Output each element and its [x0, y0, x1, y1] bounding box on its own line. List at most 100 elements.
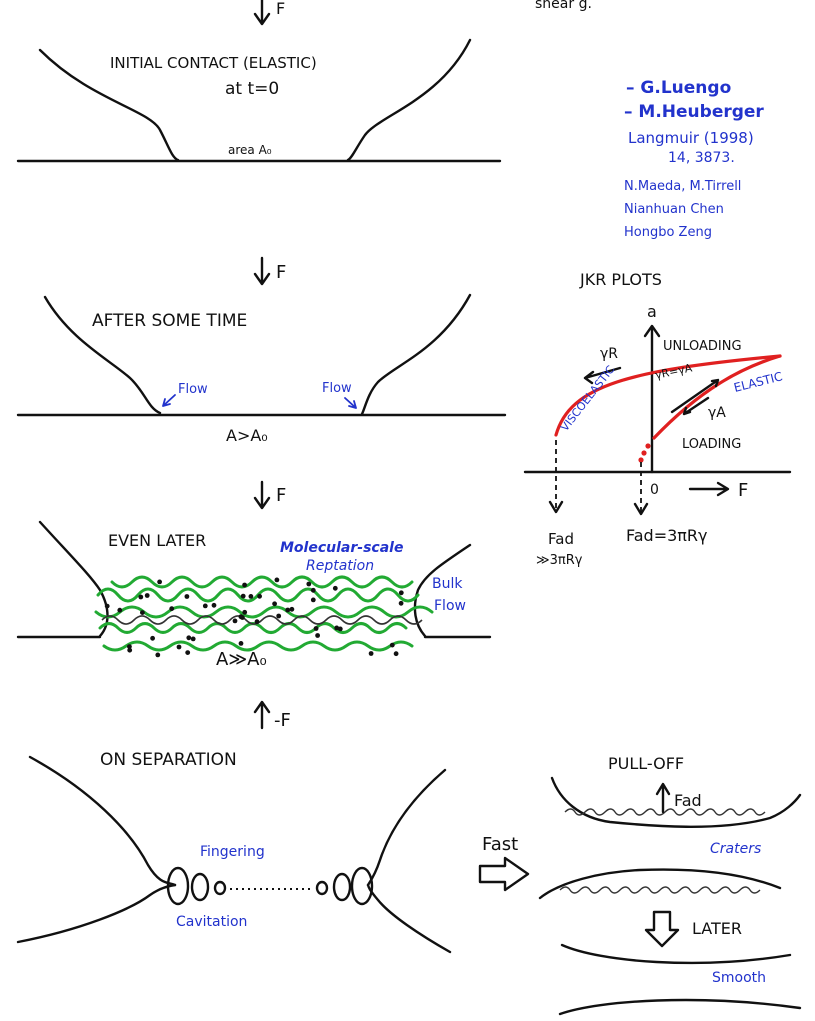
chain-end-dot — [140, 610, 145, 615]
chain-end-dot — [127, 648, 132, 653]
chain-end-dot — [185, 650, 190, 655]
top-force-arrow — [255, 0, 269, 24]
panel-even-later: F EVEN LATER Molecular-scale Reptation B… — [18, 482, 490, 670]
chain-end-dot — [315, 633, 320, 638]
ref-coauthor-1: N.Maeda, M.Tirrell — [624, 179, 741, 194]
force-label-4: -F — [274, 710, 291, 731]
jkr-viscoelastic-label: VISCOELASTIC — [558, 363, 617, 434]
chain-end-dot — [186, 635, 191, 640]
chain-end-dot — [249, 594, 254, 599]
reptation-label-2: Reptation — [306, 558, 374, 574]
jkr-axis-a-label: a — [647, 302, 657, 321]
chain-end-dot — [145, 593, 150, 598]
chain-end-dot — [157, 580, 162, 585]
chain-end-dot — [394, 651, 399, 656]
initial-contact-subtitle: at t=0 — [225, 79, 279, 99]
panel-after-some-time: F AFTER SOME TIME Flow Flow A>A₀ — [18, 258, 505, 445]
chain-end-dot — [212, 603, 217, 608]
references-block: – G.Luengo – M.Heuberger Langmuir (1998)… — [624, 78, 764, 240]
pull-off-title: PULL-OFF — [608, 754, 684, 773]
polymer-chains — [96, 577, 432, 650]
smooth-lower-surface — [560, 1000, 800, 1014]
flow-right-label: Flow — [322, 381, 352, 396]
jkr-fad-left-value: ≫3πRγ — [536, 553, 583, 568]
chain-end-dot — [150, 636, 155, 641]
ref-coauthor-3: Hongbo Zeng — [624, 225, 712, 240]
chain-end-dot — [285, 608, 290, 613]
bulk-label-2: Flow — [434, 598, 466, 614]
chain-end-dot — [117, 608, 122, 613]
chain-end-dot — [399, 601, 404, 606]
jkr-gamma-a-label: γA — [708, 405, 726, 421]
cavitation-label: Cavitation — [176, 914, 247, 930]
chain-end-dot — [191, 637, 196, 642]
chain-end-dot — [272, 601, 277, 606]
craters-label: Craters — [710, 841, 761, 857]
chain-end-dot — [314, 626, 319, 631]
chain-end-dot — [311, 588, 316, 593]
area-a-much-label: A≫A₀ — [216, 649, 267, 670]
jkr-loading-label: LOADING — [682, 437, 741, 452]
even-later-title: EVEN LATER — [108, 531, 206, 550]
chain-end-dot — [290, 607, 295, 612]
chain-end-dot — [333, 586, 338, 591]
force-arrow-4 — [255, 702, 269, 728]
cavitation-bubbles — [168, 868, 372, 904]
panel-pull-off: PULL-OFF Fad Craters LATER Smooth — [540, 754, 800, 1014]
flow-left-label: Flow — [178, 382, 208, 397]
chain-end-dot — [242, 610, 247, 615]
jkr-force-arrow — [690, 483, 728, 495]
fast-hollow-arrow — [480, 858, 528, 890]
ref-volume: 14, 3873. — [668, 150, 735, 166]
chain-end-dot — [105, 604, 110, 609]
chain-end-dot — [399, 590, 404, 595]
initial-contact-title: INITIAL CONTACT (ELASTIC) — [110, 54, 317, 72]
panel-initial-contact: INITIAL CONTACT (ELASTIC) at t=0 area A₀ — [18, 40, 500, 161]
chain-end-dot — [369, 651, 374, 656]
jkr-axis-f-label: F — [738, 480, 748, 501]
chain-end-dot — [177, 645, 182, 650]
chain-end-dot — [203, 604, 208, 609]
chain-end-dot — [390, 643, 395, 648]
ref-author-1: – G.Luengo — [626, 78, 731, 98]
chain-end-dot — [334, 626, 339, 631]
ref-author-2: – M.Heuberger — [624, 102, 764, 122]
lower-surface-right-4 — [368, 885, 450, 952]
upper-surface-right-4 — [368, 770, 445, 885]
chain-end-dot — [239, 641, 244, 646]
jkr-dotted-extension — [638, 443, 650, 462]
jkr-origin-label: 0 — [650, 482, 659, 498]
chain-end-dot — [257, 594, 262, 599]
jkr-unloading-label: UNLOADING — [663, 339, 742, 354]
chain-end-dot — [255, 619, 260, 624]
chain-end-dot — [276, 614, 281, 619]
jkr-title: JKR PLOTS — [579, 270, 662, 289]
jkr-gamma-eq-label: γR=γA — [654, 361, 694, 382]
force-arrow-3 — [255, 482, 269, 508]
top-force-label: F — [276, 0, 285, 18]
jkr-fad-right-label: Fad=3πRγ — [626, 526, 708, 545]
chain-end-dot — [185, 594, 190, 599]
chain-end-dot — [169, 606, 174, 611]
jkr-fad-left-label: Fad — [548, 530, 574, 548]
top-corner-text: shear g. — [535, 0, 592, 12]
chain-end-dot — [242, 583, 247, 588]
ref-journal: Langmuir (1998) — [628, 129, 754, 147]
chain-end-dot — [311, 598, 316, 603]
chain-end-dot — [233, 619, 238, 624]
chain-end-dot — [155, 653, 160, 658]
force-label-2: F — [276, 262, 286, 283]
area-a-label: A>A₀ — [226, 426, 268, 445]
chain-end-dot — [306, 582, 311, 587]
chain-end-dot — [241, 594, 246, 599]
upper-surface-right — [348, 40, 470, 160]
smooth-label: Smooth — [712, 970, 766, 986]
jkr-plot: JKR PLOTS a 0 F UNLOADING γR γR=γA VISCO… — [525, 270, 790, 568]
pulloff-force-arrow — [657, 784, 669, 812]
chain-end-dot — [138, 595, 143, 600]
fast-label: Fast — [482, 834, 518, 855]
reptation-label-1: Molecular-scale — [280, 540, 403, 556]
pulloff-force-label: Fad — [674, 791, 702, 810]
